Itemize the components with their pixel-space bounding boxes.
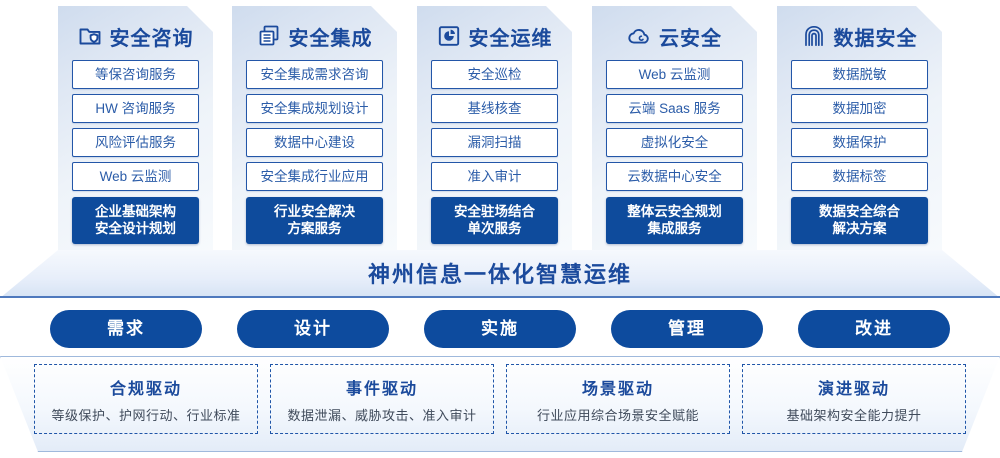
stage-pill-implementation[interactable]: 实施 [424,310,576,348]
driver-title: 事件驱动 [345,380,418,398]
banner-slab [0,250,1000,298]
banner-title: 神州信息一体化智慧运维 [367,262,632,287]
driver-card-scenario[interactable]: 场景驱动 行业应用综合场景安全赋能 [506,364,730,434]
highlight-line-2: 单次服务 [467,221,522,236]
column-title: 安全咨询 [109,27,194,50]
service-item[interactable]: 等保咨询服务 [72,60,199,89]
fingerprint-icon [802,24,826,48]
stage-pill-improvement[interactable]: 改进 [798,310,950,348]
service-column-security-consulting[interactable]: 安全咨询 等保咨询服务 HW 咨询服务 风险评估服务 Web 云监测 企业基础架… [58,6,213,250]
driver-title: 合规驱动 [109,380,182,398]
driver-card-compliance[interactable]: 合规驱动 等级保护、护网行动、行业标准 [34,364,258,434]
dashboard-chart-icon [437,24,461,48]
column-header: 云安全 [592,14,757,58]
column-title: 数据安全 [833,27,918,50]
driver-title: 场景驱动 [581,380,654,398]
column-highlight-card[interactable]: 安全驻场结合 单次服务 [431,197,558,244]
highlight-line-2: 安全设计规划 [95,221,176,236]
driver-card-incident[interactable]: 事件驱动 数据泄漏、威胁攻击、准入审计 [270,364,494,434]
service-item[interactable]: 数据中心建设 [246,128,383,157]
highlight-line-1: 安全驻场结合 [454,204,535,219]
column-title: 安全集成 [288,27,373,50]
driver-title: 演进驱动 [817,380,890,398]
service-item[interactable]: HW 咨询服务 [72,94,199,123]
service-item[interactable]: 云端 Saas 服务 [606,94,743,123]
service-columns-row: 安全咨询 等保咨询服务 HW 咨询服务 风险评估服务 Web 云监测 企业基础架… [0,0,1000,252]
service-column-security-integration[interactable]: 安全集成 安全集成需求咨询 安全集成规划设计 数据中心建设 安全集成行业应用 行… [232,6,397,250]
highlight-line-1: 整体云安全规划 [627,204,722,219]
column-title: 安全运维 [468,27,553,50]
stage-pill-management[interactable]: 管理 [611,310,763,348]
driver-subtitle: 基础架构安全能力提升 [786,407,922,423]
column-header: 安全运维 [417,14,572,58]
highlight-line-1: 数据安全综合 [819,204,900,219]
highlight-line-1: 企业基础架构 [95,204,176,219]
banner-bottom-edge [0,296,1000,298]
service-item[interactable]: 数据保护 [791,128,928,157]
column-highlight-card[interactable]: 行业安全解决 方案服务 [246,197,383,244]
service-item[interactable]: 数据加密 [791,94,928,123]
service-item[interactable]: Web 云监测 [606,60,743,89]
service-item[interactable]: 数据标签 [791,162,928,191]
service-item[interactable]: 基线核查 [431,94,558,123]
driver-section: 合规驱动 等级保护、护网行动、行业标准 事件驱动 数据泄漏、威胁攻击、准入审计 … [0,356,1000,452]
service-item[interactable]: Web 云监测 [72,162,199,191]
cloud-icon [627,24,651,48]
driver-subtitle: 数据泄漏、威胁攻击、准入审计 [287,407,477,423]
stacked-documents-icon [257,24,281,48]
service-item[interactable]: 安全集成需求咨询 [246,60,383,89]
highlight-line-2: 集成服务 [647,221,702,236]
column-header: 安全咨询 [58,14,213,58]
highlight-line-2: 方案服务 [287,221,342,236]
highlight-line-2: 解决方案 [832,221,887,236]
column-highlight-card[interactable]: 数据安全综合 解决方案 [791,197,928,244]
service-item[interactable]: 虚拟化安全 [606,128,743,157]
service-list: 等保咨询服务 HW 咨询服务 风险评估服务 Web 云监测 [72,60,199,191]
column-title: 云安全 [659,27,722,50]
column-header: 安全集成 [232,14,397,58]
column-header: 数据安全 [777,14,942,58]
stage-pill-requirements[interactable]: 需求 [50,310,202,348]
driver-subtitle: 行业应用综合场景安全赋能 [536,407,699,423]
highlight-line-1: 行业安全解决 [274,204,355,219]
platform-banner: 神州信息一体化智慧运维 [0,250,1000,298]
service-item[interactable]: 安全巡检 [431,60,558,89]
service-item[interactable]: 准入审计 [431,162,558,191]
service-column-cloud-security[interactable]: 云安全 Web 云监测 云端 Saas 服务 虚拟化安全 云数据中心安全 整体云… [592,6,757,250]
column-highlight-card[interactable]: 整体云安全规划 集成服务 [606,197,743,244]
column-highlight-card[interactable]: 企业基础架构 安全设计规划 [72,197,199,244]
driver-subtitle: 等级保护、护网行动、行业标准 [51,407,241,423]
service-list: 安全集成需求咨询 安全集成规划设计 数据中心建设 安全集成行业应用 [246,60,383,191]
service-item[interactable]: 风险评估服务 [72,128,199,157]
service-item[interactable]: 数据脱敏 [791,60,928,89]
service-column-data-security[interactable]: 数据安全 数据脱敏 数据加密 数据保护 数据标签 数据安全综合 解决方案 [777,6,942,250]
service-item[interactable]: 云数据中心安全 [606,162,743,191]
lifecycle-stage-row: 需求 设计 实施 管理 改进 [0,310,1000,350]
service-column-security-operations[interactable]: 安全运维 安全巡检 基线核查 漏洞扫描 准入审计 安全驻场结合 单次服务 [417,6,572,250]
service-item[interactable]: 漏洞扫描 [431,128,558,157]
driver-card-evolution[interactable]: 演进驱动 基础架构安全能力提升 [742,364,966,434]
service-list: Web 云监测 云端 Saas 服务 虚拟化安全 云数据中心安全 [606,60,743,191]
service-item[interactable]: 安全集成规划设计 [246,94,383,123]
service-item[interactable]: 安全集成行业应用 [246,162,383,191]
service-list: 数据脱敏 数据加密 数据保护 数据标签 [791,60,928,191]
folder-shield-icon [78,24,102,48]
service-list: 安全巡检 基线核查 漏洞扫描 准入审计 [431,60,558,191]
stage-pill-design[interactable]: 设计 [237,310,389,348]
